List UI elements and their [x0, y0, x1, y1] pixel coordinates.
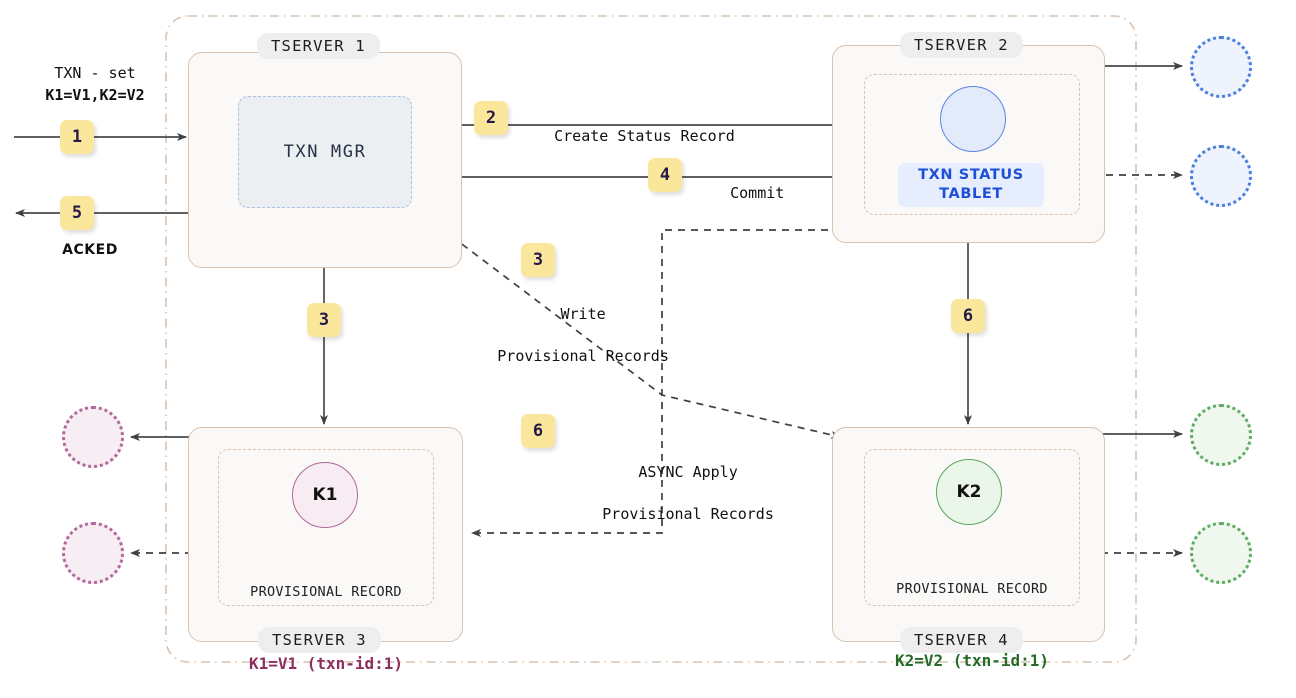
tserver-4-provisional-record: PROVISIONAL RECORD K2=V2 (txn-id:1): [864, 529, 1080, 698]
request-label-line2: K1=V1,K2=V2: [10, 85, 180, 106]
tserver-2-label: TSERVER 2: [900, 32, 1023, 58]
step-badge-2-num: 2: [485, 108, 497, 128]
arrow-step-6-to-t3: [471, 229, 828, 537]
step-badge-1[interactable]: 1: [60, 120, 94, 154]
tserver-2-name: TSERVER 2: [914, 36, 1009, 54]
step-3-label-line2: Provisional Records: [497, 347, 669, 365]
replica-circle-pink-1[interactable]: [62, 406, 124, 468]
tserver-2-inner-region: [864, 74, 1080, 215]
step-6-label-line2: Provisional Records: [602, 505, 774, 523]
key-k1-label: K1: [312, 485, 338, 505]
txn-status-circle[interactable]: [940, 86, 1006, 152]
replica-circle-green-1[interactable]: [1190, 404, 1252, 466]
replica-circle-blue-1[interactable]: [1190, 36, 1252, 98]
tserver-4-inner-region: [864, 449, 1080, 606]
step-badge-5-num: 5: [71, 203, 83, 223]
request-label-line1: TXN - set: [16, 63, 174, 84]
cluster-boundary: [165, 15, 1137, 663]
replica-circle-blue-2[interactable]: [1190, 145, 1252, 207]
txn-mgr-label: TXN MGR: [283, 142, 367, 162]
tserver-1-name: TSERVER 1: [271, 37, 366, 55]
acked-label-text: ACKED: [62, 242, 118, 258]
step-badge-4[interactable]: 4: [648, 158, 682, 192]
step-2-label-text: Create Status Record: [554, 127, 735, 145]
step-3-label: Write Provisional Records: [450, 283, 680, 388]
step-4-label: Commit: [694, 162, 784, 204]
key-k1-circle[interactable]: K1: [292, 462, 358, 528]
tserver-4-record-title: PROVISIONAL RECORD: [896, 581, 1048, 597]
key-k2-circle[interactable]: K2: [936, 459, 1002, 525]
step-badge-3b-num: 3: [532, 250, 544, 270]
step-badge-1-num: 1: [71, 127, 83, 147]
tserver-4-record-value: K2=V2 (txn-id:1): [894, 651, 1050, 670]
acked-label: ACKED: [30, 240, 150, 261]
step-badge-6-num: 6: [962, 306, 974, 326]
tserver-3-name: TSERVER 3: [272, 631, 367, 649]
request-label-line1-text: TXN - set: [54, 64, 136, 82]
step-badge-6-down[interactable]: 6: [951, 299, 985, 333]
step-badge-3-write[interactable]: 3: [521, 243, 555, 277]
tserver-3-inner-region: [218, 449, 434, 606]
txn-status-tablet-line1: TXN STATUS: [918, 167, 1024, 183]
replica-circle-green-2[interactable]: [1190, 522, 1252, 584]
step-6-label: ASYNC Apply Provisional Records: [555, 441, 785, 546]
step-badge-3-down[interactable]: 3: [307, 303, 341, 337]
step-badge-4-num: 4: [659, 165, 671, 185]
request-label-line2-text: K1=V1,K2=V2: [45, 86, 145, 104]
txn-status-tablet-badge: TXN STATUS TABLET: [898, 163, 1044, 207]
tserver-3-label: TSERVER 3: [258, 627, 381, 653]
txn-status-tablet-line2: TABLET: [939, 186, 1003, 202]
step-3-label-line1: Write: [560, 305, 606, 323]
tserver-4-label: TSERVER 4: [900, 627, 1023, 653]
step-badge-5[interactable]: 5: [60, 196, 94, 230]
step-6-label-line1: ASYNC Apply: [638, 463, 738, 481]
tserver-3-record-value: K1=V1 (txn-id:1): [248, 654, 404, 673]
step-badge-6b-num: 6: [532, 421, 544, 441]
tserver-3-record-title: PROVISIONAL RECORD: [250, 584, 402, 600]
step-badge-6-async[interactable]: 6: [521, 414, 555, 448]
replica-circle-pink-2[interactable]: [62, 522, 124, 584]
step-2-label: Create Status Record: [518, 105, 735, 147]
step-badge-2[interactable]: 2: [474, 101, 508, 135]
tserver-4-name: TSERVER 4: [914, 631, 1009, 649]
key-k2-label: K2: [956, 482, 982, 502]
txn-mgr-box[interactable]: TXN MGR: [238, 96, 412, 208]
step-4-label-text: Commit: [730, 184, 785, 202]
tserver-1-label: TSERVER 1: [257, 33, 380, 59]
tserver-3-provisional-record: PROVISIONAL RECORD K1=V1 (txn-id:1): [218, 532, 434, 698]
step-badge-3-num: 3: [318, 310, 330, 330]
